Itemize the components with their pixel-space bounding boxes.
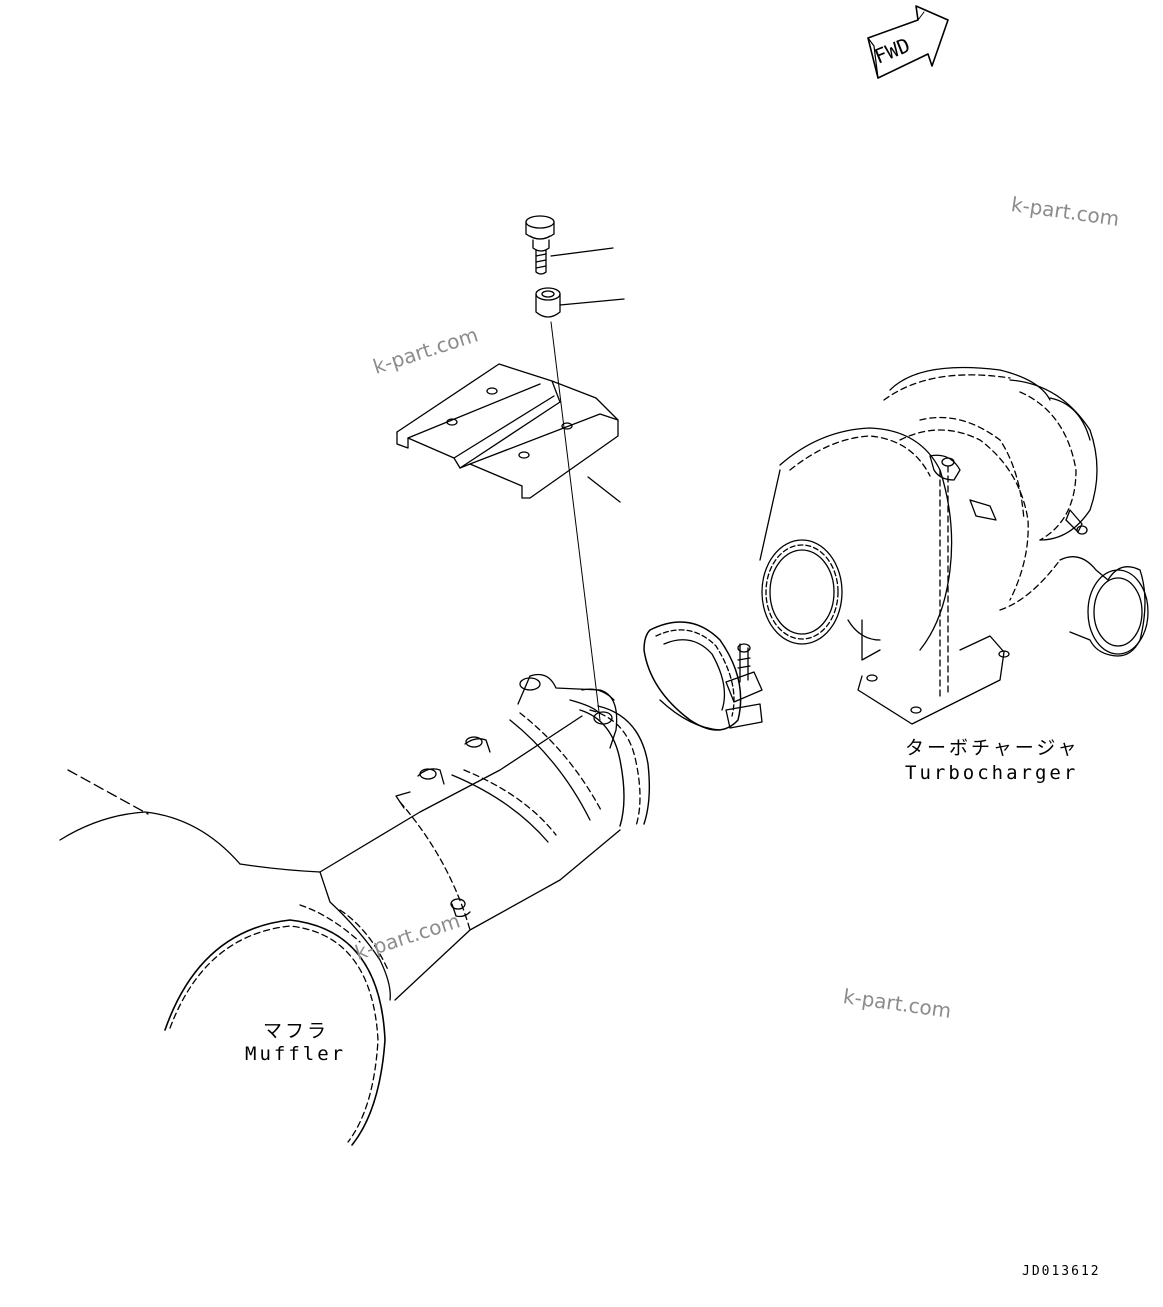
cover-leader-line xyxy=(587,476,621,503)
bolt-leader-line xyxy=(550,247,614,257)
cover-plate-part xyxy=(396,363,619,499)
muffler-inlet-pipe xyxy=(319,673,651,1001)
fwd-arrow-icon: FWD xyxy=(867,5,949,79)
bolt-part xyxy=(525,215,555,275)
muffler-label-jp: マフラ xyxy=(263,1020,330,1042)
spacer-part xyxy=(535,287,561,318)
muffler-label-en: Muffler xyxy=(245,1043,347,1065)
turbocharger-label-en: Turbocharger xyxy=(905,762,1079,784)
drawing-code: JD013612 xyxy=(1022,1264,1101,1279)
spacer-leader-line xyxy=(559,298,625,306)
assembly-axis-line xyxy=(550,321,601,721)
vband-clamp-part xyxy=(643,621,763,731)
turbocharger-label-jp: ターボチャージャ xyxy=(905,737,1080,759)
muffler-body xyxy=(59,769,391,1146)
turbocharger-part xyxy=(759,366,1149,725)
